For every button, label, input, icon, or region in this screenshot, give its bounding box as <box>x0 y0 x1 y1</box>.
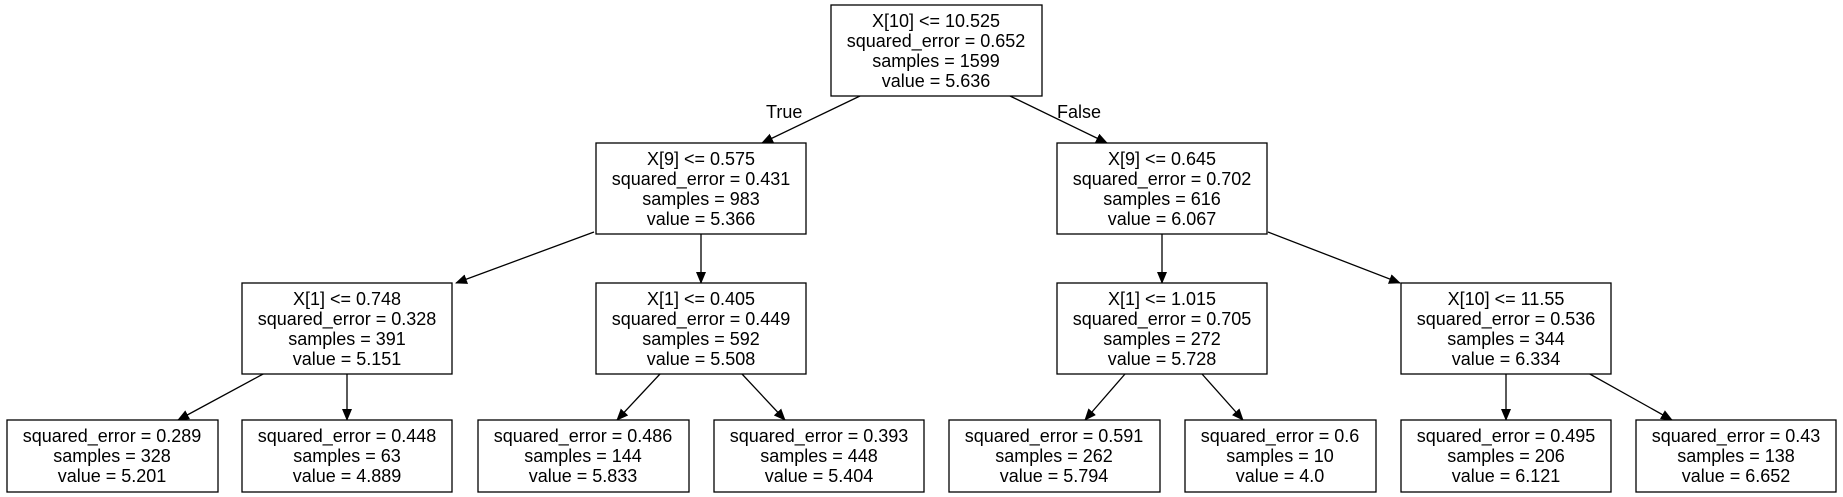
node-samples: samples = 1599 <box>872 51 1000 71</box>
leaf-value: value = 6.121 <box>1452 466 1561 486</box>
leaf-squared-error: squared_error = 0.486 <box>494 426 673 447</box>
leaf-box <box>1635 419 1837 493</box>
leaf-value: value = 5.201 <box>58 466 167 486</box>
node-box <box>1056 282 1268 375</box>
leaf-value: value = 6.652 <box>1682 466 1791 486</box>
tree-node-level2-b: X[1] <= 0.405 squared_error = 0.449 samp… <box>595 282 807 375</box>
node-box <box>595 282 807 375</box>
leaf-samples: samples = 328 <box>53 446 171 466</box>
edge-l1a-to-l2a <box>455 231 595 284</box>
leaf-samples: samples = 63 <box>293 446 401 466</box>
node-value: value = 5.728 <box>1108 349 1217 369</box>
tree-leaf-5: squared_error = 0.591 samples = 262 valu… <box>948 419 1161 493</box>
node-samples: samples = 272 <box>1103 329 1221 349</box>
edge-label-true: True <box>766 102 802 122</box>
leaf-value: value = 5.794 <box>1000 466 1109 486</box>
leaf-squared-error: squared_error = 0.393 <box>730 426 909 447</box>
leaf-squared-error: squared_error = 0.495 <box>1417 426 1596 447</box>
edge-l2b-to-leaf4 <box>741 373 786 421</box>
edge-l2a-to-leaf1 <box>177 372 266 421</box>
node-split-condition: X[1] <= 0.748 <box>293 289 401 309</box>
edge-root-to-right <box>1009 95 1108 144</box>
edge-l2c-to-leaf6 <box>1201 373 1244 421</box>
tree-leaf-8: squared_error = 0.43 samples = 138 value… <box>1635 419 1837 493</box>
leaf-samples: samples = 144 <box>524 446 642 466</box>
tree-node-level1-right: X[9] <= 0.645 squared_error = 0.702 samp… <box>1056 142 1268 235</box>
edge-l2d-to-leaf8 <box>1587 372 1673 421</box>
leaf-value: value = 4.0 <box>1236 466 1325 486</box>
node-split-condition: X[1] <= 0.405 <box>647 289 755 309</box>
leaf-squared-error: squared_error = 0.289 <box>23 426 202 447</box>
node-squared-error: squared_error = 0.328 <box>258 309 437 330</box>
node-squared-error: squared_error = 0.702 <box>1073 169 1252 190</box>
node-box <box>1056 142 1268 235</box>
leaf-samples: samples = 138 <box>1677 446 1795 466</box>
node-split-condition: X[10] <= 10.525 <box>872 11 1000 31</box>
leaf-value: value = 5.404 <box>765 466 874 486</box>
tree-node-level2-c: X[1] <= 1.015 squared_error = 0.705 samp… <box>1056 282 1268 375</box>
node-value: value = 6.334 <box>1452 349 1561 369</box>
tree-leaf-3: squared_error = 0.486 samples = 144 valu… <box>477 419 690 493</box>
leaf-squared-error: squared_error = 0.448 <box>258 426 437 447</box>
leaf-box <box>1184 419 1377 493</box>
node-samples: samples = 592 <box>642 329 760 349</box>
leaf-samples: samples = 10 <box>1226 446 1334 466</box>
tree-leaf-7: squared_error = 0.495 samples = 206 valu… <box>1400 419 1612 493</box>
leaf-squared-error: squared_error = 0.43 <box>1652 426 1821 447</box>
leaf-samples: samples = 448 <box>760 446 878 466</box>
leaf-samples: samples = 262 <box>995 446 1113 466</box>
edge-l2b-to-leaf3 <box>616 373 661 421</box>
node-squared-error: squared_error = 0.449 <box>612 309 791 330</box>
tree-leaf-6: squared_error = 0.6 samples = 10 value =… <box>1184 419 1377 493</box>
edge-label-false: False <box>1057 102 1101 122</box>
tree-node-level1-left: X[9] <= 0.575 squared_error = 0.431 samp… <box>595 142 807 235</box>
edge-l2c-to-leaf5 <box>1084 373 1126 421</box>
node-box <box>1400 282 1612 375</box>
leaf-box <box>6 419 219 493</box>
edge-root-to-left <box>761 95 861 144</box>
node-samples: samples = 391 <box>288 329 406 349</box>
node-squared-error: squared_error = 0.536 <box>1417 309 1596 330</box>
node-squared-error: squared_error = 0.652 <box>847 31 1026 52</box>
node-split-condition: X[9] <= 0.575 <box>647 149 755 169</box>
node-samples: samples = 344 <box>1447 329 1565 349</box>
node-squared-error: squared_error = 0.431 <box>612 169 791 190</box>
node-samples: samples = 983 <box>642 189 760 209</box>
node-split-condition: X[9] <= 0.645 <box>1108 149 1216 169</box>
tree-node-level2-d: X[10] <= 11.55 squared_error = 0.536 sam… <box>1400 282 1612 375</box>
node-squared-error: squared_error = 0.705 <box>1073 309 1252 330</box>
node-value: value = 6.067 <box>1108 209 1217 229</box>
edges: True False <box>177 95 1673 421</box>
tree-leaf-4: squared_error = 0.393 samples = 448 valu… <box>713 419 925 493</box>
node-split-condition: X[1] <= 1.015 <box>1108 289 1216 309</box>
leaf-samples: samples = 206 <box>1447 446 1565 466</box>
node-box <box>241 282 453 375</box>
leaf-box <box>241 419 453 493</box>
leaf-value: value = 4.889 <box>293 466 402 486</box>
leaf-squared-error: squared_error = 0.6 <box>1201 426 1360 447</box>
node-value: value = 5.636 <box>882 71 991 91</box>
leaf-box <box>1400 419 1612 493</box>
node-value: value = 5.151 <box>293 349 402 369</box>
tree-leaf-2: squared_error = 0.448 samples = 63 value… <box>241 419 453 493</box>
leaf-box <box>948 419 1161 493</box>
edge-l1b-to-l2d <box>1267 231 1401 284</box>
node-split-condition: X[10] <= 11.55 <box>1448 289 1565 309</box>
node-samples: samples = 616 <box>1103 189 1221 209</box>
tree-node-root: X[10] <= 10.525 squared_error = 0.652 sa… <box>830 4 1043 97</box>
leaf-value: value = 5.833 <box>529 466 638 486</box>
leaf-box <box>713 419 925 493</box>
tree-leaf-1: squared_error = 0.289 samples = 328 valu… <box>6 419 219 493</box>
leaf-squared-error: squared_error = 0.591 <box>965 426 1144 447</box>
leaf-box <box>477 419 690 493</box>
tree-node-level2-a: X[1] <= 0.748 squared_error = 0.328 samp… <box>241 282 453 375</box>
node-value: value = 5.508 <box>647 349 756 369</box>
node-box <box>595 142 807 235</box>
node-value: value = 5.366 <box>647 209 756 229</box>
node-box <box>830 4 1043 97</box>
